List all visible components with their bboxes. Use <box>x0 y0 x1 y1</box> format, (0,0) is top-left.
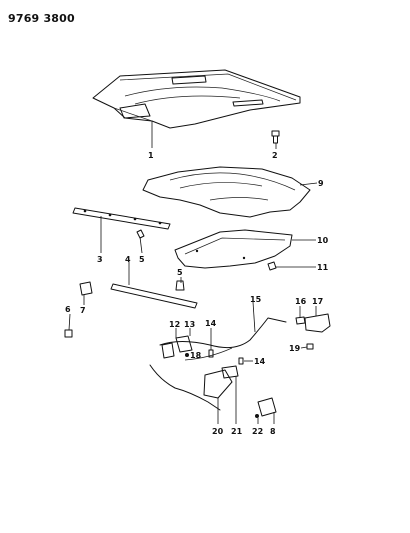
callout-1: 1 <box>148 151 154 160</box>
callout-14-upper: 14 <box>205 319 217 328</box>
callout-20: 20 <box>212 427 224 436</box>
clip-upper <box>136 229 145 239</box>
seal-strip <box>72 207 171 230</box>
callout-5-upper: 5 <box>139 255 145 264</box>
callout-12: 12 <box>169 320 180 329</box>
callout-9: 9 <box>318 179 324 188</box>
callout-10: 10 <box>317 236 329 245</box>
callout-2: 2 <box>272 151 278 160</box>
hood-pad <box>174 229 293 269</box>
callout-5-lower: 5 <box>177 268 183 277</box>
callout-13: 13 <box>184 320 195 329</box>
hood-panel <box>92 69 301 129</box>
hood-insulator <box>142 166 311 218</box>
callout-11: 11 <box>317 263 329 272</box>
callout-7: 7 <box>80 306 86 315</box>
clip-right <box>267 261 277 271</box>
striker <box>255 397 277 418</box>
callout-4: 4 <box>125 255 131 264</box>
callout-19: 19 <box>289 344 301 353</box>
callout-16: 16 <box>295 297 307 306</box>
callout-6: 6 <box>65 305 71 314</box>
latch-assembly <box>161 335 193 359</box>
callout-17: 17 <box>312 297 323 306</box>
callout-3: 3 <box>97 255 103 264</box>
bracket <box>79 281 93 296</box>
grommet <box>175 280 185 291</box>
fastener <box>306 343 314 350</box>
release-handle <box>295 313 331 333</box>
leader-lines <box>68 121 318 424</box>
callout-labels: 1 2 3 4 5 5 6 7 8 9 10 11 12 13 14 14 15… <box>65 151 329 436</box>
rear-seal <box>110 283 198 309</box>
callout-8: 8 <box>270 427 276 436</box>
callout-21: 21 <box>231 427 243 436</box>
callout-18: 18 <box>190 351 202 360</box>
bumper <box>64 329 73 338</box>
callout-15: 15 <box>250 295 262 304</box>
callout-22: 22 <box>252 427 263 436</box>
diagram-code: 9769 3800 <box>8 12 75 25</box>
screw-lower <box>238 357 244 365</box>
bolt <box>271 130 280 144</box>
callout-14-lower: 14 <box>254 357 266 366</box>
screw <box>208 349 214 358</box>
release-cable <box>149 317 287 411</box>
safety-hook <box>203 365 239 399</box>
